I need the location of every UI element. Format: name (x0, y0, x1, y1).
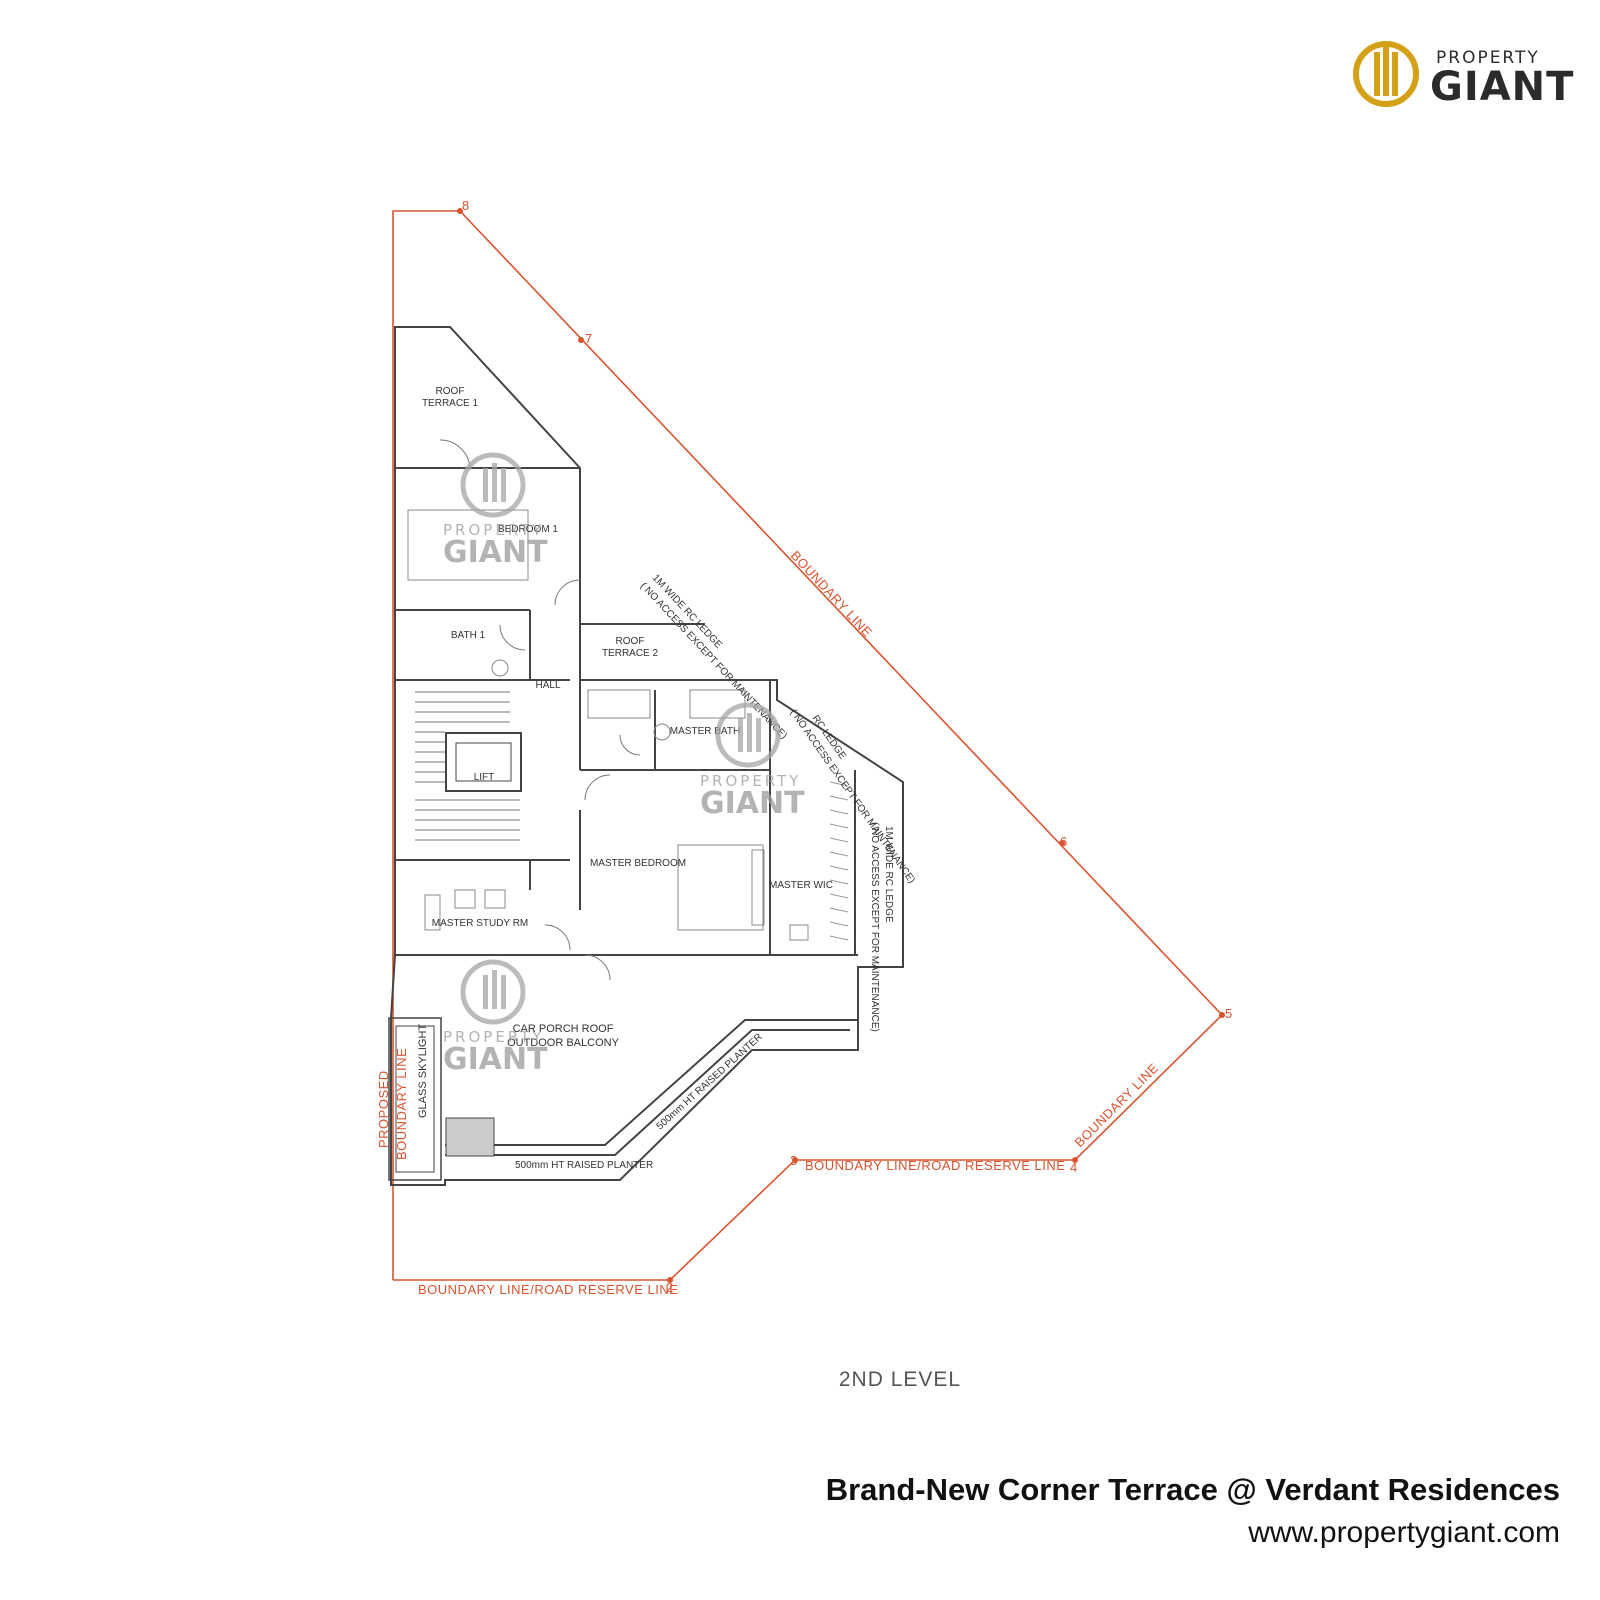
boundary-diagonal-upper-label: BOUNDARY LINE (788, 548, 876, 640)
roof-terrace-1-label-line2: TERRACE 1 (422, 398, 479, 409)
car-porch-label-line1: CAR PORCH ROOF (513, 1023, 614, 1035)
website-url[interactable]: www.propertygiant.com (1248, 1516, 1560, 1549)
bath-1-label: BATH 1 (451, 630, 486, 641)
boundary-vertical-label: BOUNDARY LINE (394, 1048, 409, 1160)
master-bath-label: MASTER BATH (670, 726, 740, 737)
logo-mark-icon (1353, 41, 1419, 107)
watermark-3-top: PROPERTY (443, 1028, 544, 1046)
lift-shaft (445, 732, 522, 792)
lift-label: LIFT (474, 772, 495, 783)
listing-title: Brand-New Corner Terrace @ Verdant Resid… (825, 1472, 1560, 1507)
brand-logo: PROPERTY GIANT (1350, 36, 1580, 116)
point-2-label: 2 (666, 1280, 674, 1295)
master-bedroom-label: MASTER BEDROOM (590, 858, 686, 869)
boundary-lines (392, 210, 1224, 1281)
building-walls (390, 326, 904, 1186)
watermark-2: PROPERTY GIANT (700, 702, 805, 821)
planter-bottom-label: 500mm HT RAISED PLANTER (515, 1160, 653, 1171)
logo-wordmark-top: PROPERTY (1436, 48, 1540, 68)
ledge-3-line1: 1M WIDE RC LEDGE (883, 826, 894, 923)
wardrobe-hatch (829, 781, 849, 941)
watermark-3-main: GIANT (443, 1042, 548, 1077)
glass-skylight (388, 1017, 442, 1181)
ledge-2-line2: ( NO ACCESS EXCEPT FOR MAINTENANCE) (788, 707, 917, 885)
ledge-3-line2: ( NO ACCESS EXCEPT FOR MAINTENANCE) (869, 822, 880, 1032)
planter-box (445, 1117, 495, 1157)
point-5-label: 5 (1225, 1006, 1233, 1021)
glass-skylight-label: GLASS SKYLIGHT (417, 1024, 429, 1118)
car-porch-label-line2: OUTDOOR BALCONY (507, 1037, 620, 1049)
watermark-2-top: PROPERTY (700, 772, 801, 790)
point-7-label: 7 (585, 331, 593, 346)
point-8-label: 8 (462, 198, 470, 213)
balcony-labels: CAR PORCH ROOF OUTDOOR BALCONY (507, 1023, 620, 1049)
roof-terrace-2-label-line2: TERRACE 2 (602, 648, 659, 659)
master-wic-label: MASTER WIC (769, 880, 833, 891)
room-labels: ROOF TERRACE 1 BEDROOM 1 BATH 1 HALL LIF… (422, 386, 833, 929)
door-swings (439, 439, 641, 981)
point-6-label: 6 (1060, 834, 1068, 849)
level-label: 2ND LEVEL (838, 1368, 962, 1391)
roof-terrace-2-label-line1: ROOF (616, 636, 645, 647)
planter-diagonal-label: 500mm HT RAISED PLANTER (655, 1032, 765, 1133)
watermark-1-main: GIANT (443, 535, 548, 570)
logo-wordmark-main: GIANT (1430, 64, 1575, 110)
hall-label: HALL (535, 680, 560, 691)
master-study-label: MASTER STUDY RM (432, 918, 529, 929)
point-3-label: 3 (790, 1153, 798, 1168)
watermark-2-main: GIANT (700, 786, 805, 821)
furniture (407, 509, 809, 941)
boundary-points (457, 208, 1225, 1283)
boundary-diagonal-lower-label: BOUNDARY LINE (1072, 1060, 1162, 1150)
ledge-1-line2: ( NO ACCESS EXCEPT FOR MAINTENANCE) (638, 581, 789, 742)
road-reserve-bottom-label: BOUNDARY LINE/ROAD RESERVE LINE (418, 1282, 678, 1297)
staircase (415, 691, 520, 841)
watermark-1-top: PROPERTY (443, 521, 544, 539)
boundary-point-labels: 8 7 6 5 4 3 2 (462, 198, 1233, 1295)
watermark-3: PROPERTY GIANT (443, 959, 548, 1077)
roof-terrace-1-label-line1: ROOF (436, 386, 465, 397)
road-reserve-top-label: BOUNDARY LINE/ROAD RESERVE LINE (805, 1158, 1065, 1173)
proposed-label: PROPOSED (376, 1070, 391, 1148)
point-4-label: 4 (1070, 1160, 1078, 1175)
watermark-1: PROPERTY GIANT (443, 452, 548, 570)
bedroom-1-label: BEDROOM 1 (498, 524, 558, 535)
